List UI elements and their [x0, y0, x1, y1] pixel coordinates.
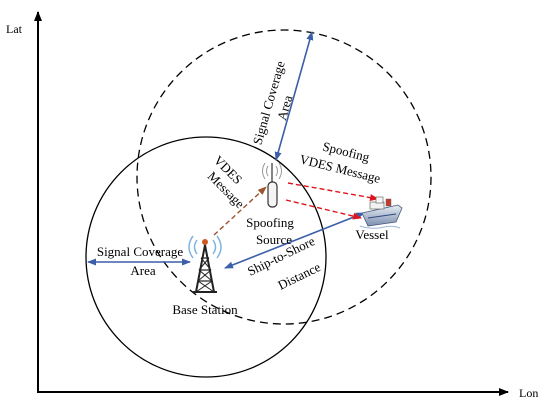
signal-coverage-left-label-line1: Signal Coverage [97, 244, 184, 259]
x-axis-label: Lon [519, 386, 538, 400]
spoofing-coverage-circle [136, 29, 432, 325]
ship-to-shore-label-line2: Distance [275, 259, 323, 293]
antenna-icon [262, 162, 282, 208]
y-axis-label: Lat [6, 22, 23, 36]
spoofing-arrow-right [287, 182, 379, 202]
spoofing-source-label-line2: Source [256, 232, 292, 247]
spoofing-arrow-to-vessel [285, 199, 362, 220]
signal-coverage-upper-arrow [274, 31, 314, 161]
ship-icon [359, 196, 403, 229]
vessel-label: Vessel [355, 227, 389, 242]
radio-tower-icon [188, 235, 222, 293]
signal-coverage-upper-label-line2: Area [274, 93, 295, 122]
base-station-label: Base Station [172, 302, 238, 317]
ship-to-shore-arrow [224, 212, 365, 269]
vdes-message-arrow [213, 186, 267, 236]
spoofing-source-label-line1: Spoofing [246, 215, 294, 230]
signal-coverage-left-label-line2: Area [130, 263, 155, 278]
